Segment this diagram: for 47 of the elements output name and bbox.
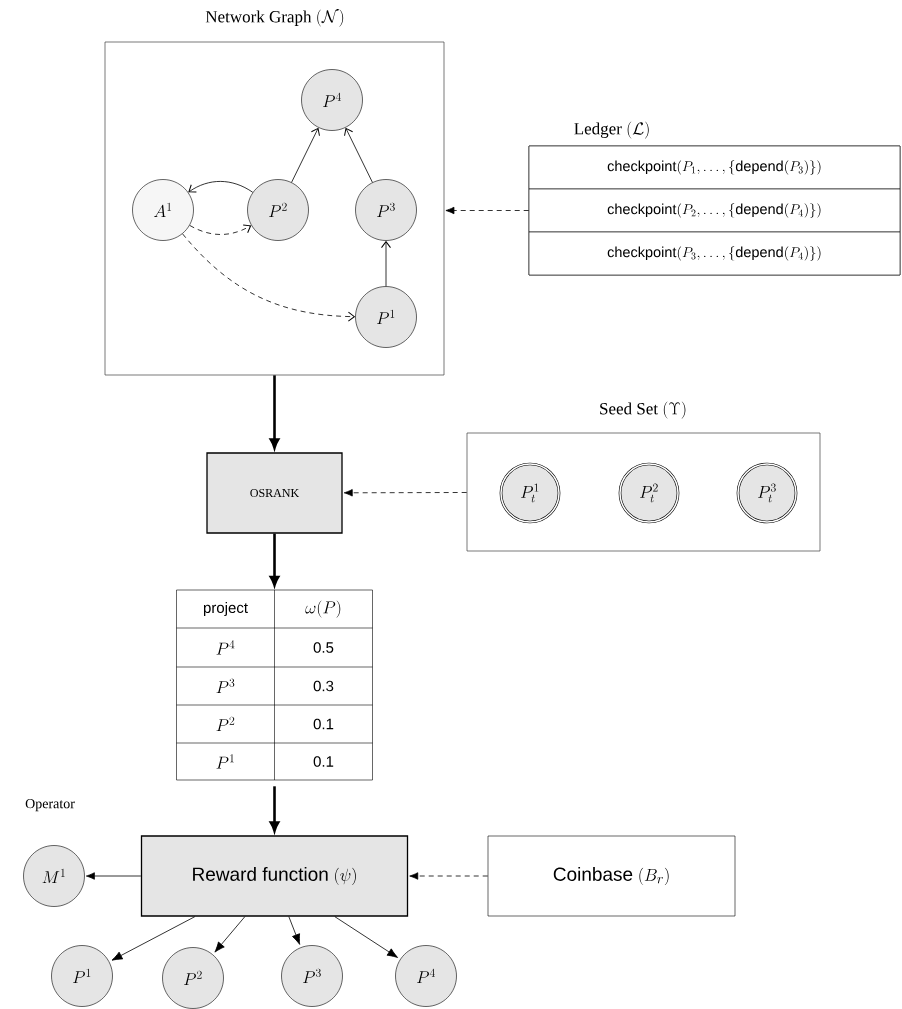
- arrow: [343, 489, 468, 497]
- box-title: $\textrm{Seed Set}\ (\Upsilon)$: [600, 401, 686, 419]
- circle-node: $P^1$: [51, 945, 113, 1007]
- arrow: [214, 916, 246, 953]
- table-cell: project: [203, 602, 248, 616]
- process-box: OSRANK: [206, 452, 343, 534]
- arrow: [288, 916, 301, 945]
- arrow: [445, 206, 530, 215]
- arrow: [381, 241, 391, 287]
- double-circle-node: $P_t^2$: [618, 462, 680, 524]
- arrow: [409, 872, 489, 880]
- box-title: $\textrm{Network Graph}\ (\mathcal{N})$: [205, 8, 344, 27]
- arrow: [189, 224, 252, 235]
- table-cell: $\omega(P)$: [305, 600, 341, 618]
- table-cell: 0.1: [313, 756, 334, 767]
- table-cell: $P^2$: [216, 716, 235, 731]
- circle-node: $P^1$: [355, 286, 417, 348]
- circle-node: $P^4$: [301, 69, 363, 131]
- arrow: [85, 872, 142, 880]
- double-circle-node: $P_t^1$: [499, 462, 561, 524]
- arrow: [291, 127, 320, 183]
- circle-node: $P^2$: [162, 947, 224, 1009]
- circle-node: $P^2$: [247, 179, 309, 241]
- circle-node: $P^4$: [395, 945, 457, 1007]
- arrow: [344, 127, 373, 183]
- ledger-row: $\textsf{checkpoint}(P_3,\ldots,\{\textsf{depend}(P_4)\})$: [528, 231, 901, 276]
- circle-node: $P^3$: [281, 945, 343, 1007]
- arrow: [188, 181, 254, 193]
- table-cell: 0.5: [313, 642, 334, 653]
- circle-node: $M^1$: [23, 845, 85, 907]
- circle-node: $P^3$: [355, 179, 417, 241]
- input-box: $\textsf{Coinbase}\ (B_r)$: [487, 835, 736, 917]
- table-cell: $P^1$: [216, 754, 234, 769]
- double-circle-node: $P_t^3$: [736, 462, 798, 524]
- box-title: $\textrm{Ledger}\ (\mathcal{L})$: [574, 121, 649, 139]
- arrow: [111, 916, 196, 961]
- process-box: $\textsf{Reward function}\ (\psi)$: [140, 835, 409, 917]
- table-cell: $P^3$: [216, 678, 235, 693]
- table-cell: $P^4$: [216, 640, 235, 655]
- circle-node: $A^1$: [132, 179, 194, 241]
- arrow: [334, 916, 398, 958]
- table-cell: 0.3: [313, 680, 334, 692]
- table-cell: 0.1: [313, 718, 334, 730]
- node-caption: Operator: [25, 798, 75, 812]
- ledger-row: $\textsf{checkpoint}(P_2,\ldots,\{\textsf{depend}(P_4)\})$: [528, 188, 901, 233]
- ledger-row: $\textsf{checkpoint}(P_1,\ldots,\{\textsf{depend}(P_3)\})$: [528, 145, 901, 190]
- arrow: [182, 233, 355, 322]
